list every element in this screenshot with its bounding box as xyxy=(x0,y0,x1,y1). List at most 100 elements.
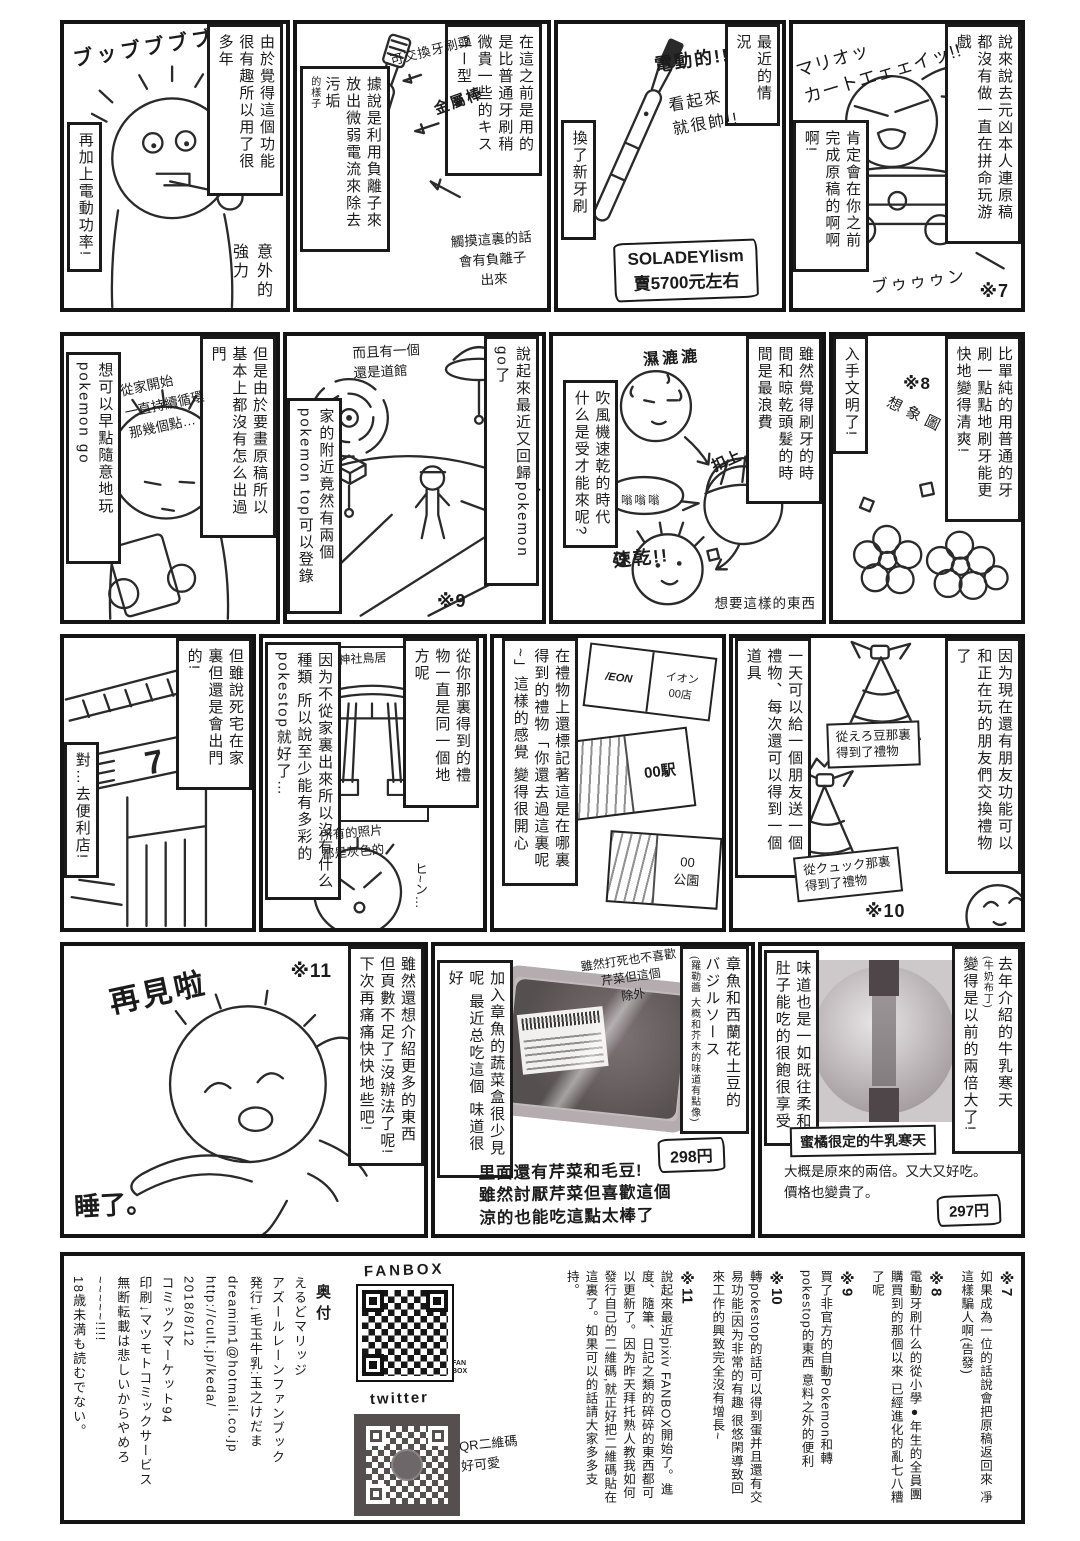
agar-label-strip xyxy=(872,996,896,1086)
agar-title-small: (牛奶布丁) xyxy=(981,956,993,1009)
want-this-note: 想要這樣的東西 xyxy=(714,596,816,611)
footnote-10-ref: ※10 xyxy=(767,1270,785,1305)
panel-milk-agar: 去年介紹的牛乳寒天 (牛奶布丁) 變得是以前的兩倍大了! 味道也是一如既往柔和 … xyxy=(758,942,1025,1238)
dry-caption-left: 吹風機速乾的時代什么是受才能來呢? xyxy=(563,380,619,548)
okuzuke-line: コミックマーケット94 xyxy=(159,1276,175,1424)
flowers-drawing xyxy=(852,481,1009,601)
qr-finder xyxy=(426,1290,448,1312)
qr-finder xyxy=(362,1290,384,1312)
store-caption-left: 對…去便利店! xyxy=(64,742,99,878)
gift-label-1: 從えろ豆那裏 得到了禮物 xyxy=(826,720,921,769)
footnote-7-text: 如果成為一位的話說會把原稿返回來 凈這樣騙人啊(告發) xyxy=(959,1270,992,1504)
fanbox-label: FANBOX xyxy=(363,1260,445,1281)
milk-agar-photo xyxy=(804,960,964,1122)
okuzuke-line: dreamim1@hotmail.co.jp xyxy=(225,1276,241,1453)
veggie-caption-left: 加入章魚的蔬菜盒很少見呢 最近总吃這個 味道很好 xyxy=(437,960,514,1178)
twitter-qr-avatar xyxy=(391,1449,423,1481)
recent-situation-box: 最近的情況 xyxy=(724,24,780,126)
panel-colophon: ※7 如果成為一位的話說會把原稿返回來 凈這樣騙人啊(告發) ※8 電動牙刷什么… xyxy=(60,1252,1025,1524)
diagram-caption-left: 據說是利用負離子來放出微弱電流來除去污垢 的樣子 xyxy=(300,66,390,252)
twitter-qr-code xyxy=(354,1414,460,1516)
footnote-10: ※10 轉pokestop的話可以得到蛋并且還有交易功能!因为非常的有趣 很悠閑… xyxy=(708,1270,785,1508)
aeon-card: /EON イオン 00店 xyxy=(582,642,718,722)
park-card: 00 公園 xyxy=(605,830,722,910)
dry-caption-right: 雖然覺得刷牙的時間和晾乾頭髮的時間是最浪費 xyxy=(745,336,822,504)
agar-photo-caption: 蜜橘很定的牛乳寒天 xyxy=(789,1124,937,1158)
twitter-label: twitter xyxy=(369,1388,430,1409)
gray-photos-note: 所有的照片 都是灰色的 xyxy=(319,823,385,862)
panel-goodbye: 雖然還想介紹更多的東西但頁數不足了!沒辦法了呢!下次再痛痛快快地些吧! ※11 … xyxy=(60,942,428,1238)
footnote-8-text: 電動牙刷什么的從小學●年生的全員團購買到的那個以來 已經進化的亂七八糟了呢 xyxy=(870,1270,922,1504)
torii-drawing xyxy=(325,684,419,797)
okuzuke-line: 印刷↓マツモトコミックサービス xyxy=(137,1276,153,1487)
okuzuke-line: えるどマリッジ xyxy=(292,1276,307,1378)
panel-gift-locations: 在禮物上還標記著這是在哪裏得到的禮物「你還去過這裏呢~」這樣的感覺 變得很開心 … xyxy=(490,634,726,932)
panel-toothbrush-diagram: 在這之前是用的是比普通牙刷稍微貴一些的キスユー型 可交換牙刷頭 金屬棒 據說是利… xyxy=(293,20,551,312)
brush-price: 賣5700元左右 xyxy=(633,271,740,294)
map-caption-right: 說起來最近又回歸pokemon go了 xyxy=(483,336,539,586)
ion-text: 據說是利用負離子來放出微弱電流來除去污垢 xyxy=(323,76,382,229)
footnote-8: ※8 電動牙刷什么的從小學●年生的全員團購買到的那個以來 已經進化的亂七八糟了呢 xyxy=(867,1270,945,1508)
shrine-caption-right: 從你那裏得到的禮物一直是同一個地方呢 xyxy=(402,638,479,808)
okuzuke-line: 2018/8/12 xyxy=(181,1276,197,1348)
agar-title: 去年介紹的牛乳寒天 xyxy=(996,956,1013,1109)
gym-note: 而且有一個 還是道館 xyxy=(352,342,421,381)
buzz-bubble-text: 嗡嗡嗡 xyxy=(621,495,662,507)
kart-speech-box: 肯定會在你之前完成原稿的啊啊啊! xyxy=(793,120,870,272)
price-tag-box: SOLADEYlism 賣5700元左右 xyxy=(613,238,760,303)
panel-veggie-box: 章魚和西蘭花土豆的バジルソース (羅勒醬 大概和芥末的味道有點像) 雖然打死也不… xyxy=(431,942,755,1238)
panel-quick-dry: 雖然覺得刷牙的時間和晾乾頭髮的時間是最浪費 吹風機速乾的時代什么是受才能來呢? … xyxy=(549,332,826,624)
footnote-7: ※7 如果成為一位的話說會把原稿返回來 凈這樣騙人啊(告發) xyxy=(957,1270,1015,1508)
aeon-name: イオン 00店 xyxy=(665,670,700,703)
electric-toothbrush-drawing xyxy=(593,38,684,222)
footnote-8-ref: ※8 xyxy=(927,1270,945,1297)
panel-home-gamer: 但是由於要畫原稿所以基本上都沒有怎么出過門 想可以早點隨意地玩pokemon g… xyxy=(60,332,280,624)
buzz-caption-left: 再加上電動功率! xyxy=(67,122,102,272)
panel-new-toothbrush: 最近的情況 電動的!! 看起來 就很帥!! 換了新牙刷 SOLADEYlism … xyxy=(554,20,786,312)
panel-convenience-store: 7 但雖說死宅在家裏但還是會出門的! 對…去便利店! xyxy=(60,634,256,932)
map-caption-left: 家的附近竟然有兩個pokemon top可以登錄 xyxy=(287,398,343,614)
qr-finder xyxy=(428,1426,448,1446)
whine-sfx: ヒ~ン… xyxy=(413,862,428,909)
okuzuke-line: アズールレーンファンブック xyxy=(269,1276,285,1465)
panel-electric-buzz: ブッブブブブ 由於覺得這個功能很有趣所以用了很多年 再加上電動功率! 意外的 強… xyxy=(60,20,290,312)
gifts-caption-right: 因为現在還有朋友功能可以和正在玩的朋友們交換禮物了 xyxy=(944,638,1021,874)
station-card: 00駅 xyxy=(561,726,697,822)
footnote-ref-7: ※7 xyxy=(979,281,1009,301)
ion-text-small: 的樣子 xyxy=(308,76,320,109)
shrine-caption-left: 因为不從家裏出來所以沒有什么種類 所以說至少能有多彩的pokestop就好了… xyxy=(265,642,342,900)
park-card-pattern xyxy=(607,832,659,904)
okuzuke-line: http://cult.jp/keda/ xyxy=(203,1276,219,1408)
panel-shrine-photo: 00神社鳥居 從你那裏得到的禮物一直是同一個地方呢 因为不從家裏出來所以沒有什么… xyxy=(259,634,487,932)
okuzuke-line: 発行↓毛玉牛乳:玉之けだま xyxy=(247,1276,263,1449)
okuzuke-block: えるどマリッジ アズールレーンファンブック 発行↓毛玉牛乳:玉之けだま drea… xyxy=(71,1276,310,1506)
veggie-review-note: 里面還有芹菜和毛豆! 雖然討厭芹菜但喜歡這個 涼的也能吃這點太棒了 xyxy=(478,1162,672,1228)
station-name: 00駅 xyxy=(643,760,677,782)
buzz-strong-note: 意外的 強力 xyxy=(230,243,271,300)
panel-fresh-flowers: 比單純的用普通的牙刷一點點地刷牙能更快地變得清爽! 入手文明了! ※8 想象圖 xyxy=(829,332,1025,624)
buzz-caption-right: 由於覺得這個功能很有趣所以用了很多年 xyxy=(206,24,283,196)
brushing-face-drawing xyxy=(90,65,250,308)
footnote-11-text: 說起來最近pixiv FANBOX開始了。進度、隨筆、日記之類的碎碎的東西都可以… xyxy=(564,1270,673,1504)
footnote-9-text: 買了非官方的自動Pokemon和轉pokestop的東西 意料之外的便利 xyxy=(799,1270,833,1469)
qr-finder xyxy=(362,1354,384,1376)
goodbye-caption-right: 雖然還想介紹更多的東西但頁數不足了!沒辦法了呢!下次再痛痛快快地些吧! xyxy=(347,946,424,1166)
qr-finder xyxy=(366,1426,386,1446)
agar-seal-bottom xyxy=(869,1088,899,1122)
footnotes: ※7 如果成為一位的話說會把原稿返回來 凈這樣騙人啊(告發) ※8 電動牙刷什么… xyxy=(455,1270,1015,1508)
qr-cute-note: QR二維碼 好可愛 xyxy=(458,1433,519,1474)
diagram-caption-right: 在這之前是用的是比普通牙刷稍微貴一些的キスユー型 xyxy=(445,24,542,176)
sleep-note: 睡了。 xyxy=(73,1187,153,1223)
agar-review-note: 大概是原來的兩倍。又大又好吃。 價格也變貴了。 xyxy=(784,1164,987,1200)
touch-here-note: 觸摸這裏的話 會有負離子 出來 xyxy=(450,229,533,288)
gamer-caption-left: 想可以早點隨意地玩pokemon go xyxy=(66,352,122,564)
footnote-ref-10: ※10 xyxy=(865,901,906,921)
footnote-ref-8: ※8 xyxy=(903,374,931,393)
footnote-ref-9: ※9 xyxy=(437,591,467,611)
veggie-caption-right: 章魚和西蘭花土豆的バジルソース (羅勒醬 大概和芥末的味道有點像) xyxy=(679,946,749,1134)
qr-finder xyxy=(366,1484,386,1504)
okuzuke-line: 無断転載は悲しいからやめろ~~~~~!!!! xyxy=(93,1276,131,1465)
okuzuke-line: 18歳未満も読むでない。 xyxy=(71,1276,87,1439)
wet-sfx: 濕漉漉 xyxy=(642,348,701,369)
veggie-title-small: (羅勒醬 大概和芥末的味道有點像) xyxy=(688,956,700,1123)
